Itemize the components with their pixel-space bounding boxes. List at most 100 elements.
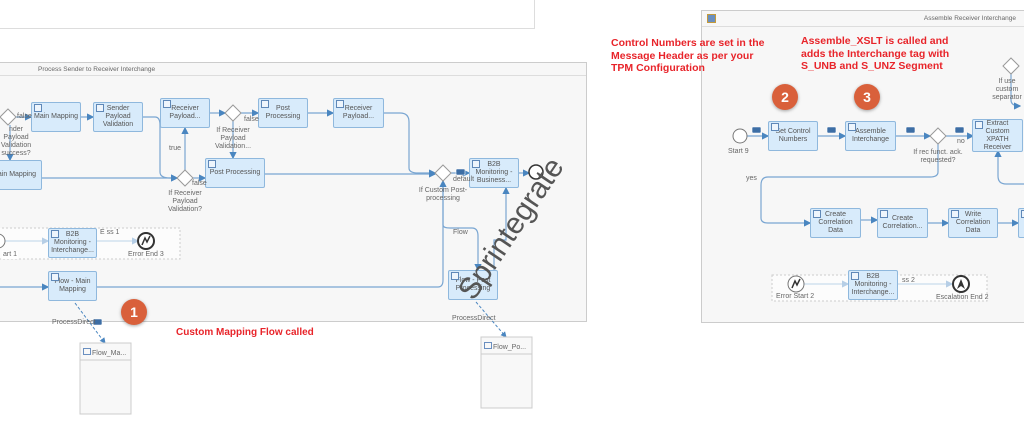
task-extract-custom-xpath[interactable]: Extract Custom XPATH Receiver: [972, 119, 1023, 152]
event-label: Error End 3: [128, 251, 164, 258]
task-flow-post-processing[interactable]: Flow - Post Processing: [448, 270, 498, 300]
envelope-icon: [751, 126, 762, 134]
pool-header: Assemble Receiver Interchange: [702, 11, 1024, 27]
gateway-label: If Receiver Payload Validation...: [214, 127, 252, 150]
step-badge-1: 1: [121, 299, 147, 325]
task-write-correlation-data[interactable]: Write Correlation Data: [948, 208, 998, 238]
gateway-label: If Custom Post-processing: [418, 187, 468, 202]
task-sender-payload-validation[interactable]: Sender Payload Validation: [93, 102, 143, 132]
annotation-custom-mapping: Custom Mapping Flow called: [176, 327, 314, 338]
task-flow-main-mapping[interactable]: Flow - Main Mapping: [48, 271, 97, 301]
task-label: Flow - Main Mapping: [54, 278, 91, 293]
envelope-icon: [92, 318, 103, 326]
envelope-icon: [905, 126, 916, 134]
sequence-flow: [760, 144, 939, 227]
sequence-flow: [493, 186, 510, 270]
task-main-mapping[interactable]: Main Mapping: [31, 102, 81, 132]
message-flow: [475, 301, 507, 338]
participant-icon: [83, 348, 91, 355]
gateway-label: If Receiver Payload Validation?: [167, 190, 203, 213]
task-label: Create Correlation...: [882, 215, 923, 230]
gateway-custom-post: [434, 164, 452, 182]
task-post-processing-1[interactable]: Post Processing: [258, 98, 308, 128]
gateway-receiver-validation-1: [224, 104, 242, 122]
task-create-correlation-2[interactable]: Create Correlation...: [877, 208, 928, 238]
error-icon: [141, 235, 151, 246]
process-direct-label: ProcessDirect: [52, 319, 96, 326]
participant-label[interactable]: Flow_Ma...: [83, 348, 126, 358]
task-label: Post Processing: [209, 169, 261, 176]
condition-label: yes: [746, 175, 757, 182]
task-create-correlation-data[interactable]: Create Correlation Data: [810, 208, 861, 238]
sequence-flow: [1010, 74, 1022, 110]
task-b2b-monitoring-business[interactable]: B2B Monitoring - Business...: [469, 158, 519, 188]
event-label: Error Start 2: [776, 293, 815, 300]
flow-label: Flow: [453, 229, 468, 236]
task-label: Create Correlation Data: [818, 211, 853, 234]
task-assemble-interchange[interactable]: Assemble Interchange: [845, 121, 896, 151]
event-subprocess-label: E ss 1: [100, 229, 120, 236]
participant-label[interactable]: Flow_Po...: [484, 342, 526, 352]
start-event-9: [732, 128, 748, 144]
condition-label: false: [192, 180, 207, 187]
sequence-flow: [97, 179, 447, 288]
task-receiver-payload-1[interactable]: Receiver Payload...: [160, 98, 210, 128]
message-flow: [74, 302, 106, 344]
step-badge-2: 2: [772, 84, 798, 110]
task-main-mapping-2[interactable]: ain Mapping: [0, 160, 42, 190]
error-icon: [791, 278, 801, 289]
task-label: Sender Payload Validation: [102, 105, 134, 128]
task-b2b-monitoring-interchange-2[interactable]: B2B Monitoring - Interchange...: [848, 270, 898, 300]
condition-label: no: [957, 138, 965, 145]
gateway-rec-funct-ack: [929, 127, 947, 145]
previous-panel-edge: [0, 0, 535, 29]
sequence-flow: [994, 149, 1024, 185]
gateway-label: If rec funct. ack. requested?: [913, 149, 963, 164]
event-subprocess-label: ss 2: [902, 277, 915, 284]
task-set-control-numbers[interactable]: Set Control Numbers: [768, 121, 818, 151]
task-label: Flow - Post Processing: [455, 277, 491, 292]
step-badge-3: 3: [854, 84, 880, 110]
participant-name: Flow_Ma...: [92, 350, 127, 357]
gateway-label: If use custom separator: [992, 78, 1022, 101]
task-post-processing-2[interactable]: Post Processing: [205, 158, 265, 188]
task-label: Main Mapping: [34, 113, 78, 120]
task-label: Set Control Numbers: [775, 128, 811, 143]
task-next[interactable]: [1018, 208, 1024, 238]
gateway-sender-validation: [0, 108, 17, 126]
integration-flow-icon: [707, 14, 716, 23]
escalation-icon: [957, 279, 965, 289]
task-label: B2B Monitoring - Interchange...: [51, 231, 94, 254]
participant-name: Flow_Po...: [493, 344, 527, 351]
event-label: art 1: [2, 251, 19, 259]
condition-label: default: [453, 176, 475, 183]
participant-icon: [484, 342, 492, 349]
task-b2b-monitoring-interchange[interactable]: B2B Monitoring - Interchange...: [48, 228, 97, 258]
task-label: Receiver Payload...: [342, 105, 375, 120]
envelope-icon: [826, 126, 837, 134]
envelope-icon: [954, 126, 965, 134]
event-label: Start 9: [728, 148, 749, 155]
task-label: ain Mapping: [0, 171, 37, 178]
process-direct-label: ProcessDirect: [452, 315, 496, 322]
envelope-icon: [455, 168, 466, 176]
task-label: Write Correlation Data: [955, 211, 991, 234]
gateway-label: nder Payload Validation success?: [0, 126, 32, 157]
task-label: B2B Monitoring - Business...: [475, 161, 513, 184]
start-event-1: [0, 233, 6, 249]
task-label: B2B Monitoring - Interchange...: [851, 273, 895, 296]
sequence-flow: [384, 112, 437, 177]
task-label: Post Processing: [265, 105, 301, 120]
task-receiver-payload-2[interactable]: Receiver Payload...: [333, 98, 384, 128]
condition-label: true: [169, 145, 182, 152]
pool-title: Assemble Receiver Interchange: [923, 15, 1016, 22]
condition-label: false: [17, 113, 32, 120]
pool-title: Process Sender to Receiver Interchange: [0, 63, 586, 76]
gateway-custom-separator: [1002, 57, 1020, 75]
annotation-control-numbers: Control Numbers are set in the Message H…: [611, 37, 765, 74]
task-label: Assemble Interchange: [852, 128, 889, 143]
end-event: [528, 164, 544, 180]
gateway-receiver-validation-2: [176, 169, 194, 187]
task-label: Extract Custom XPATH Receiver: [983, 119, 1012, 151]
event-label: Escalation End 2: [936, 294, 989, 301]
